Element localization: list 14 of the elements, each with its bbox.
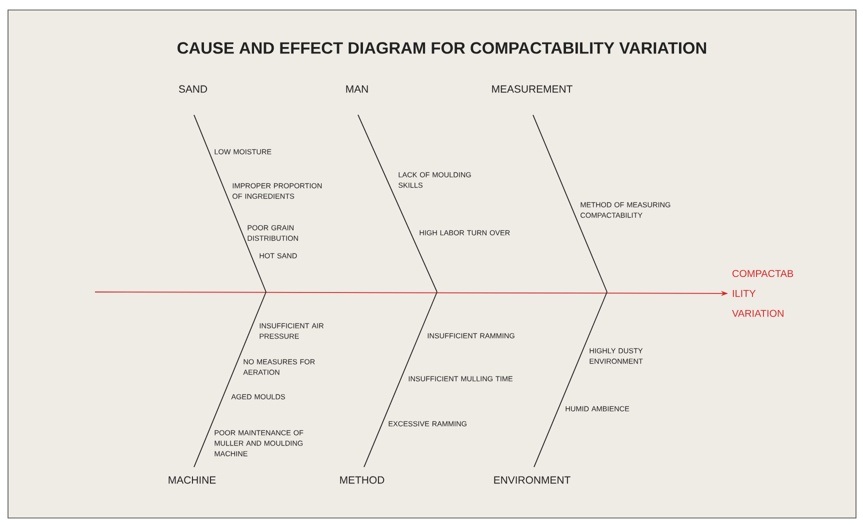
category-label: ENVIRONMENT bbox=[494, 476, 570, 484]
bone-line bbox=[358, 114, 438, 292]
title: CAUSE AND EFFECT DIAGRAM FOR COMPACTABILITY VARIATION bbox=[178, 42, 706, 54]
category-label: MEASUREMENT bbox=[492, 85, 572, 93]
bone-line bbox=[364, 292, 438, 468]
category-label: MAN bbox=[346, 85, 368, 93]
bone-line bbox=[194, 114, 266, 292]
bone-line bbox=[532, 114, 608, 292]
bone-line bbox=[534, 292, 608, 468]
category-label: METHOD bbox=[340, 476, 384, 484]
category-label: MACHINE bbox=[168, 476, 216, 484]
bone-line bbox=[194, 292, 266, 468]
effect-label: COMPACTAB ILITY VARIATION bbox=[732, 270, 794, 317]
category-label: SAND bbox=[178, 85, 208, 93]
